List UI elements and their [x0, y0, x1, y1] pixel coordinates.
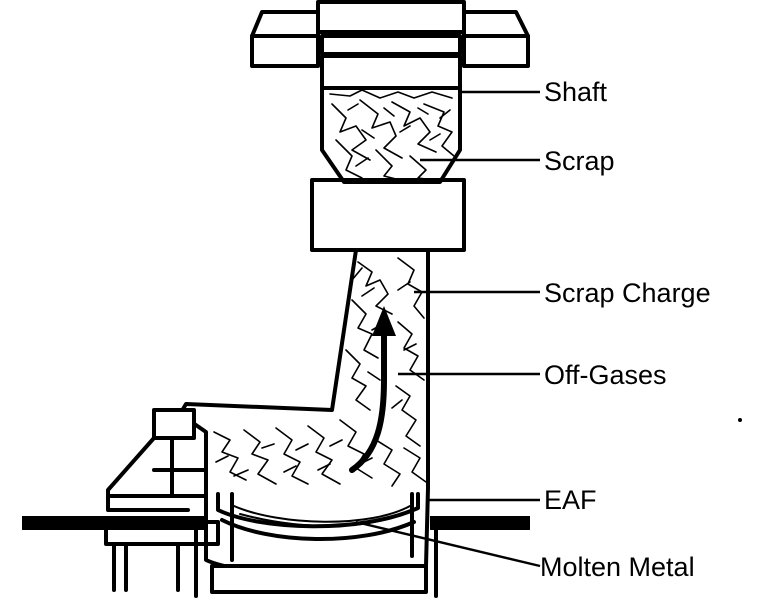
label-off-gases: Off-Gases	[544, 360, 667, 390]
scrap-in-furnace	[213, 419, 427, 487]
label-scrap: Scrap	[544, 146, 615, 176]
scrap-in-shaft	[329, 89, 455, 181]
label-molten-metal: Molten Metal	[540, 552, 695, 582]
stray-mark	[738, 418, 742, 422]
label-eaf: EAF	[544, 485, 597, 515]
eaf-vessel	[194, 486, 438, 598]
label-scrap-charge: Scrap Charge	[544, 278, 711, 308]
leader-molten-metal	[355, 520, 541, 568]
shaft-gate	[310, 178, 466, 252]
furnace-roof	[104, 408, 220, 592]
molten-metal	[233, 505, 411, 527]
leader-lines	[355, 90, 541, 568]
working-platform	[22, 516, 530, 530]
arrow-up-icon	[349, 306, 396, 473]
charging-bucket	[250, 0, 530, 68]
scrap-charge	[345, 257, 425, 447]
shaft-upper	[320, 54, 462, 184]
label-shaft: Shaft	[544, 77, 608, 107]
